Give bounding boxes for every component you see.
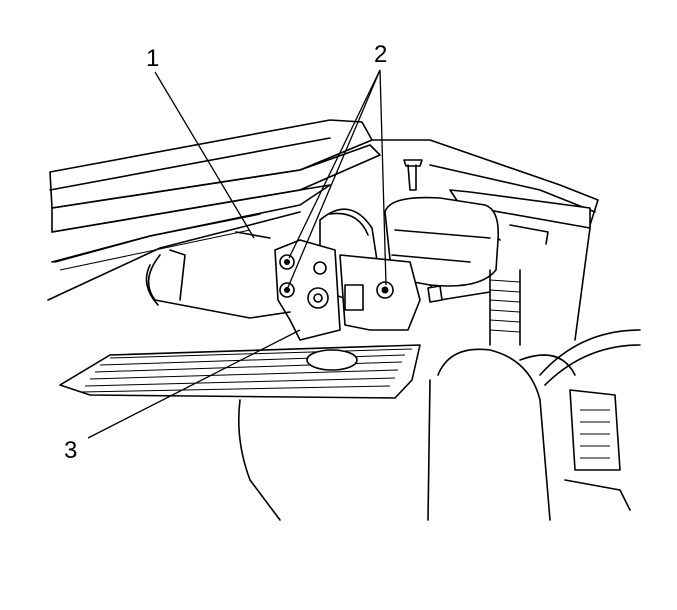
brake-master-cylinder: [384, 196, 500, 303]
callout-2: 2: [374, 41, 387, 68]
callout-1: 1: [146, 45, 159, 72]
hood-panel: [47, 119, 381, 301]
callout-3: 3: [64, 437, 77, 464]
release-cable: [145, 231, 291, 319]
bolts: [279, 254, 394, 299]
leader-lines: [87, 69, 387, 439]
wiring-harness: [539, 329, 641, 511]
floor-plate: [59, 344, 421, 399]
foreground-forms: [237, 269, 576, 521]
